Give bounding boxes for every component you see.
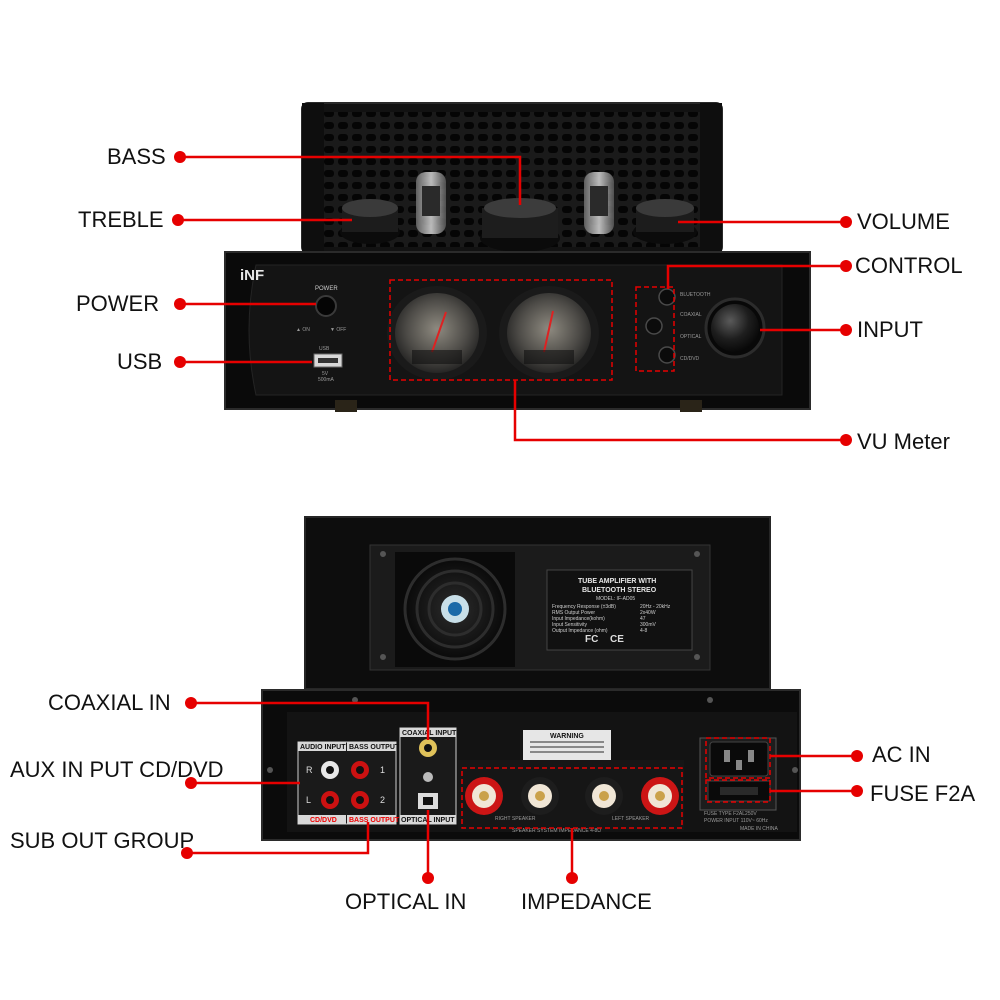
speaker-left-label: LEFT SPEAKER xyxy=(612,816,650,822)
bass-output-label: BASS OUTPUT xyxy=(349,744,400,751)
vacuum-tube-left xyxy=(416,172,446,234)
spec-plate-title-2: BLUETOOTH STEREO xyxy=(582,587,657,594)
digital-input-panel: COAXIAL INPUT OPTICAL INPUT xyxy=(399,727,457,825)
callout-treble: TREBLE xyxy=(78,207,164,232)
callout-sub-out: SUB OUT GROUP xyxy=(10,828,195,853)
callout-optical-in: OPTICAL IN xyxy=(345,889,467,914)
spec-plate-model: MODEL: IF-AD05 xyxy=(596,596,635,602)
fc-mark: FC xyxy=(585,634,598,645)
spec-row-name: Output Impedance (ohm) xyxy=(552,628,608,634)
cooling-fan xyxy=(395,552,515,667)
callout-ac-in: AC IN xyxy=(872,742,931,767)
ac-inlet[interactable] xyxy=(709,741,769,777)
spec-row-value: 20Hz - 20kHz xyxy=(640,604,671,610)
input-button-down[interactable] xyxy=(658,346,676,364)
input-knob[interactable] xyxy=(704,297,766,359)
speaker-terminal-right-red[interactable] xyxy=(465,777,503,815)
rear-amplifier: TUBE AMPLIFIER WITH BLUETOOTH STEREO MOD… xyxy=(261,516,801,841)
speaker-right-label: RIGHT SPEAKER xyxy=(495,816,536,822)
coaxial-jack[interactable] xyxy=(419,739,437,757)
spec-plate-rows: Frequency Response (±3dB) 20Hz - 20kHzRMS… xyxy=(552,604,671,634)
input-option-optical: OPTICAL xyxy=(680,334,702,340)
rca-jack-bass-2[interactable] xyxy=(351,791,369,809)
speaker-terminal-right-black[interactable] xyxy=(521,777,559,815)
ce-mark: CE xyxy=(610,634,624,645)
power-input-label: POWER INPUT 110V~ 60Hz xyxy=(704,818,768,824)
jack-1-label: 1 xyxy=(380,765,385,775)
input-option-bluetooth: BLUETOOTH xyxy=(680,292,711,298)
spec-row-name: Frequency Response (±3dB) xyxy=(552,604,616,610)
audio-input-label: AUDIO INPUT xyxy=(300,744,346,751)
callout-volume: VOLUME xyxy=(857,209,950,234)
audio-io-panel: AUDIO INPUT BASS OUTPUT CD/DVD BASS OUTP… xyxy=(297,741,400,825)
input-button-select[interactable] xyxy=(645,317,663,335)
speaker-terminal-left-red[interactable] xyxy=(641,777,679,815)
callout-impedance: IMPEDANCE xyxy=(521,889,652,914)
vacuum-tube-right xyxy=(584,172,614,234)
bass-knob[interactable] xyxy=(480,198,560,252)
jack-r-label: R xyxy=(306,765,313,775)
brand-logo: iNF xyxy=(240,267,264,284)
front-amplifier: iNF POWER ▲ ON ▼ OFF USB 5V 500mA xyxy=(224,102,811,412)
callout-power: POWER xyxy=(76,291,160,316)
input-option-coaxial: COAXIAL xyxy=(680,312,702,318)
power-off-label: ▼ OFF xyxy=(330,327,346,333)
input-button-up[interactable] xyxy=(658,288,676,306)
fuse-type-label: FUSE TYPE F2AL250V xyxy=(704,811,757,817)
rca-jack-aux-r[interactable] xyxy=(321,761,339,779)
rca-jack-bass-1[interactable] xyxy=(351,761,369,779)
callout-vu-meter: VU Meter xyxy=(857,429,950,454)
fuse-drawer[interactable] xyxy=(707,780,771,802)
impedance-highlight xyxy=(461,767,683,829)
rca-jack-aux-l[interactable] xyxy=(321,791,339,809)
spec-row-name: RMS Output Power xyxy=(552,610,595,616)
callout-control: CONTROL xyxy=(855,253,963,278)
vu-meter-left xyxy=(387,286,487,380)
jack-2-label: 2 xyxy=(380,795,385,805)
input-option-cd-dvd: CD/DVD xyxy=(680,356,700,362)
callout-bass: BASS xyxy=(107,144,166,169)
warning-label: WARNING xyxy=(550,733,584,740)
usb-spec-voltage: 5V xyxy=(322,371,329,377)
leader-lines xyxy=(178,155,857,878)
spec-plate-title-1: TUBE AMPLIFIER WITH xyxy=(578,578,656,585)
spec-row-value: 4-8 xyxy=(640,628,647,634)
callout-input: INPUT xyxy=(857,317,923,342)
callout-usb: USB xyxy=(117,349,163,374)
spec-row-name: Input Impedance(kohm) xyxy=(552,616,605,622)
usb-spec-current: 500mA xyxy=(318,377,335,383)
leader-dots xyxy=(172,151,863,884)
spec-row-value: 2x40W xyxy=(640,610,656,616)
spec-row-name: Input Sensitivity xyxy=(552,622,588,628)
tube-cage xyxy=(301,102,723,254)
vu-meter-right xyxy=(499,286,599,380)
power-switch-label: POWER xyxy=(315,286,338,292)
spec-plate: TUBE AMPLIFIER WITH BLUETOOTH STEREO MOD… xyxy=(546,569,693,651)
spec-row-value: 300mV xyxy=(640,622,657,628)
power-switch[interactable] xyxy=(315,295,337,317)
ac-in-highlight xyxy=(705,737,771,779)
volume-knob-top[interactable] xyxy=(633,199,697,244)
spec-row-value: 47 xyxy=(640,616,646,622)
bass-output-bottom-label: BASS OUTPUT xyxy=(349,817,400,824)
coaxial-input-label: COAXIAL INPUT xyxy=(402,730,457,737)
vu-meter-highlight xyxy=(389,279,613,381)
speaker-terminals: WARNING RIGHT SPEAKER LEFT SPEAKER SPEAK… xyxy=(458,730,684,834)
optical-jack[interactable] xyxy=(418,793,438,809)
speaker-system-label: SPEAKER SYSTEM IMPEDANCE 4-8Ω xyxy=(512,828,601,834)
power-on-label: ▲ ON xyxy=(296,327,310,333)
speaker-terminal-left-black[interactable] xyxy=(585,777,623,815)
made-in-label: MADE IN CHINA xyxy=(740,826,778,832)
usb-port-label: USB xyxy=(319,346,330,352)
jack-l-label: L xyxy=(306,795,311,805)
callout-aux-in: AUX IN PUT CD/DVD xyxy=(10,757,224,782)
callout-fuse: FUSE F2A xyxy=(870,781,976,806)
power-inlet-panel: FUSE TYPE F2AL250V POWER INPUT 110V~ 60H… xyxy=(699,737,778,832)
control-highlight xyxy=(635,286,675,372)
cd-dvd-label: CD/DVD xyxy=(310,817,337,824)
treble-knob[interactable] xyxy=(340,199,400,244)
input-selector: BLUETOOTH COAXIAL OPTICAL CD/DVD xyxy=(645,288,711,364)
callout-coaxial-in: COAXIAL IN xyxy=(48,690,171,715)
